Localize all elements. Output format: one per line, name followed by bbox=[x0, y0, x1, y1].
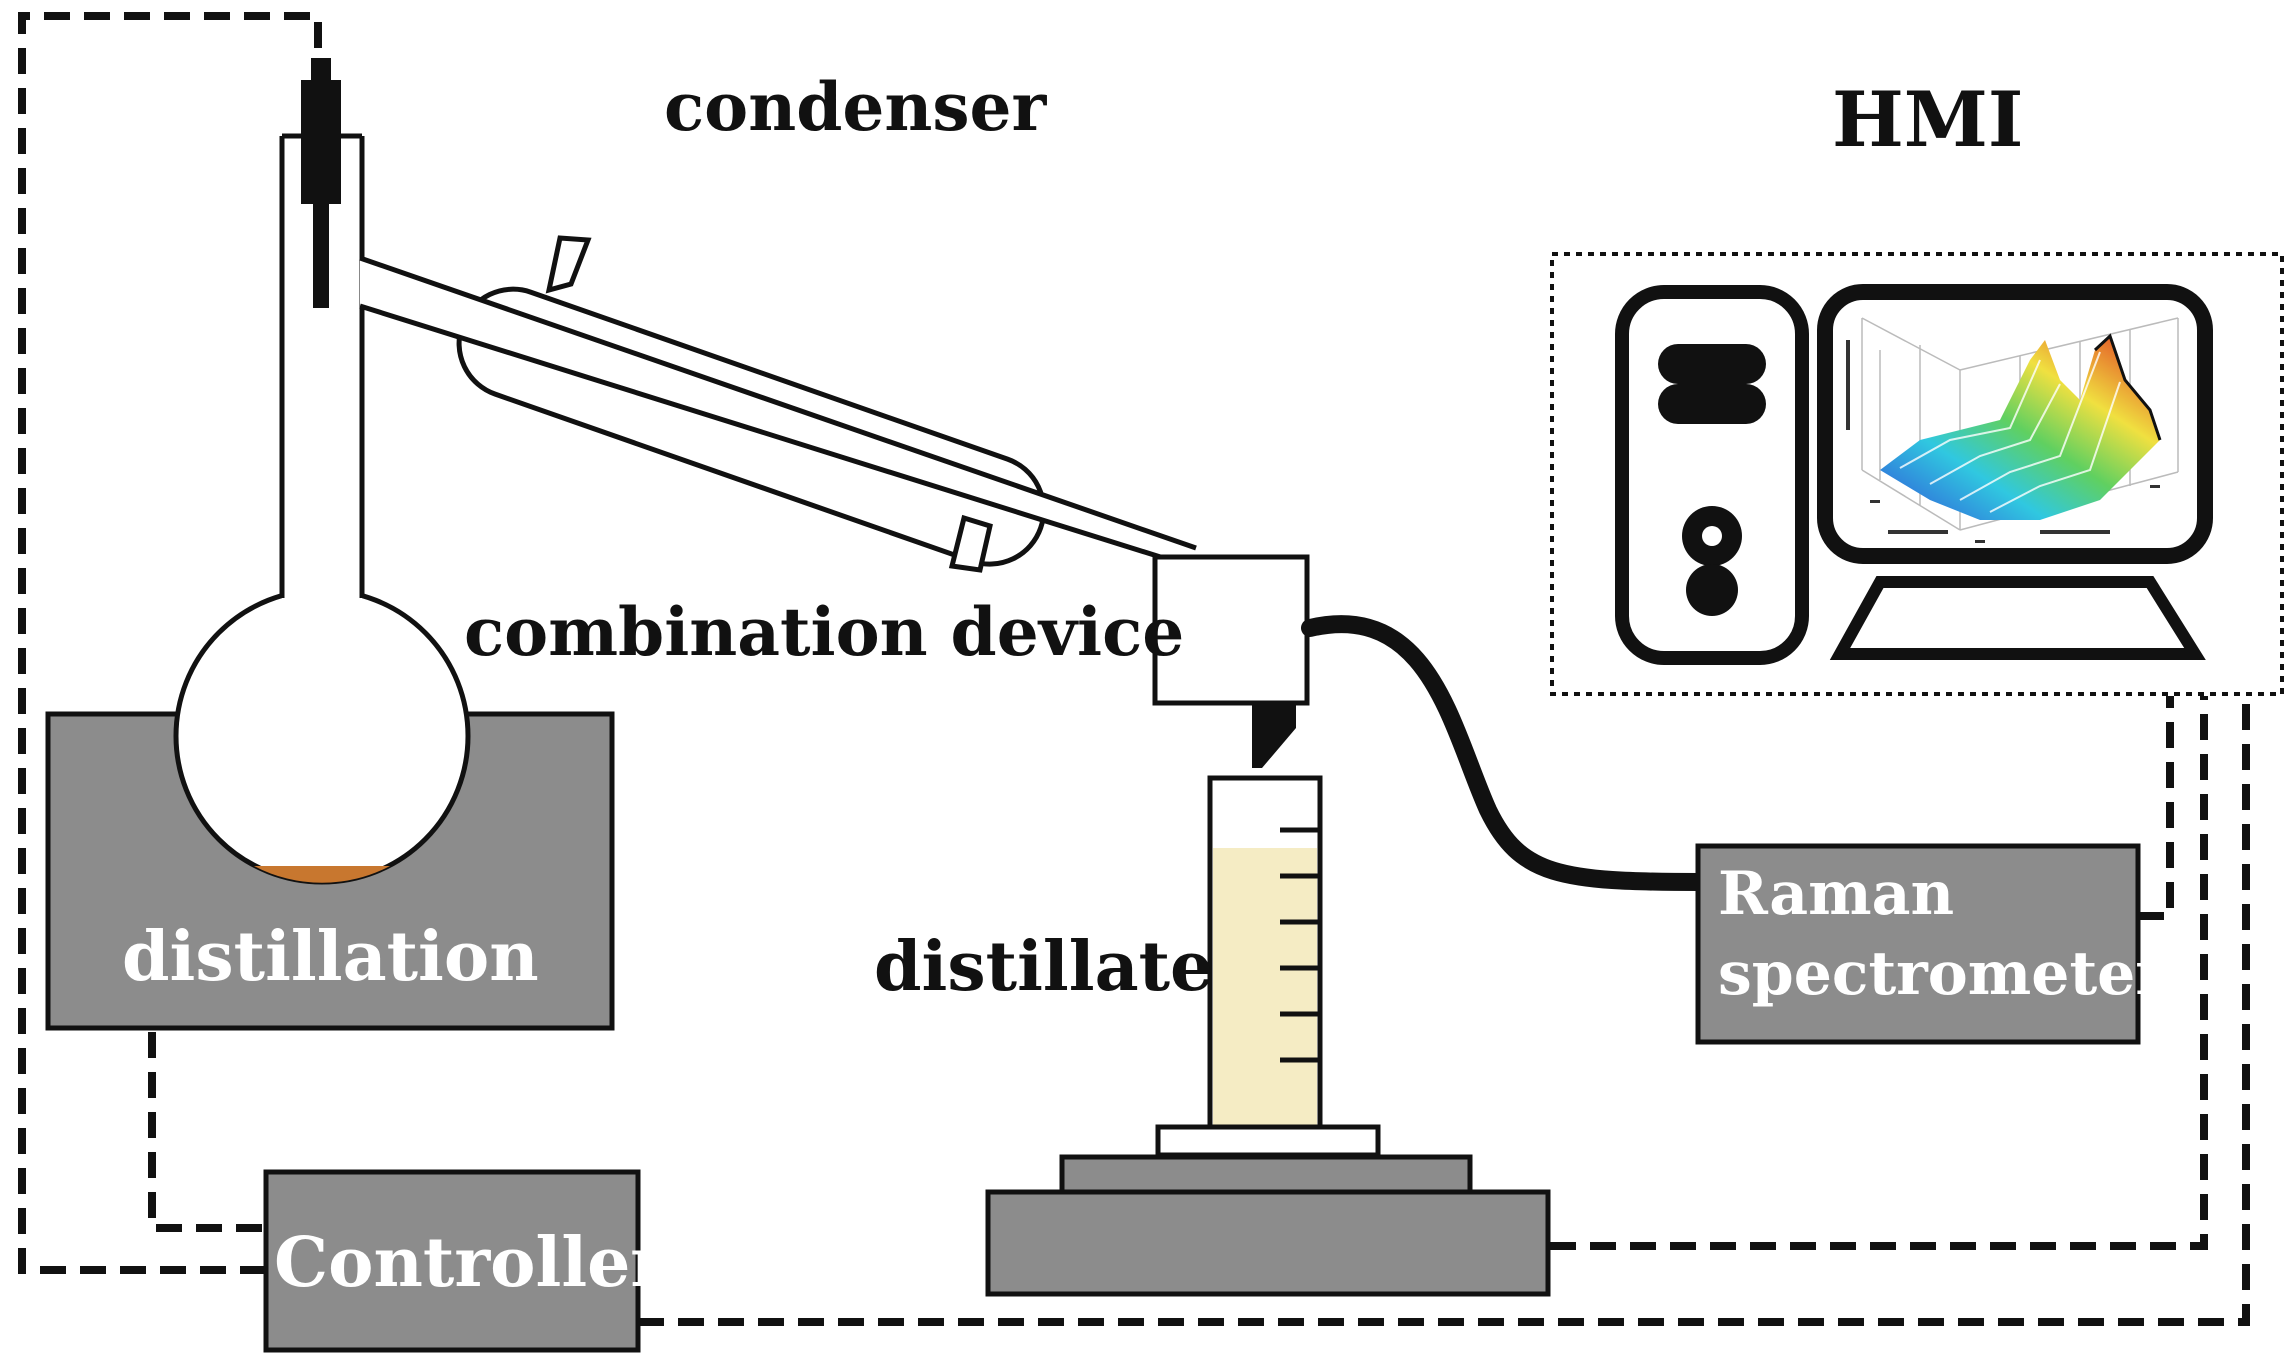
wire-controller-to-hmi bbox=[638, 696, 2250, 1326]
optical-fiber-cable bbox=[1301, 615, 1709, 891]
flask-residue bbox=[254, 866, 390, 883]
wire-raman-to-hmi bbox=[2138, 696, 2174, 920]
spectra-plot-icon bbox=[1846, 317, 2179, 543]
wire-thermometer-to-controller bbox=[18, 12, 322, 1274]
distillate-liquid bbox=[1213, 848, 1317, 1125]
distillation-flask bbox=[173, 58, 471, 885]
monitor-icon bbox=[1817, 284, 2213, 660]
hmi-dotted-frame bbox=[1550, 252, 2284, 696]
condenser bbox=[359, 235, 1197, 573]
label-hmi: HMI bbox=[1832, 75, 2023, 164]
label-raman-line2: spectrometer bbox=[1718, 939, 2168, 1009]
controller-box bbox=[263, 1169, 641, 1353]
combination-device bbox=[1152, 554, 1310, 768]
electronic-balance bbox=[985, 1124, 1551, 1297]
raman-spectrometer-box bbox=[1695, 843, 2141, 1045]
wire-balance-to-hmi bbox=[1550, 696, 2208, 1250]
label-condenser: condenser bbox=[664, 68, 1047, 146]
label-combination-device: combination device bbox=[464, 593, 1184, 671]
hmi-group bbox=[1550, 252, 2284, 696]
computer-tower-icon bbox=[1615, 285, 1809, 665]
label-controller: Controller bbox=[274, 1223, 667, 1303]
graduated-cylinder bbox=[1207, 775, 1323, 1131]
signal-wires bbox=[18, 12, 2250, 1326]
label-distillation: distillation bbox=[122, 917, 539, 997]
wire-heater-to-controller bbox=[148, 1032, 268, 1232]
label-raman-line1: Raman bbox=[1718, 859, 1954, 929]
label-distillate: distillate bbox=[874, 927, 1213, 1007]
thermometer bbox=[301, 80, 341, 204]
